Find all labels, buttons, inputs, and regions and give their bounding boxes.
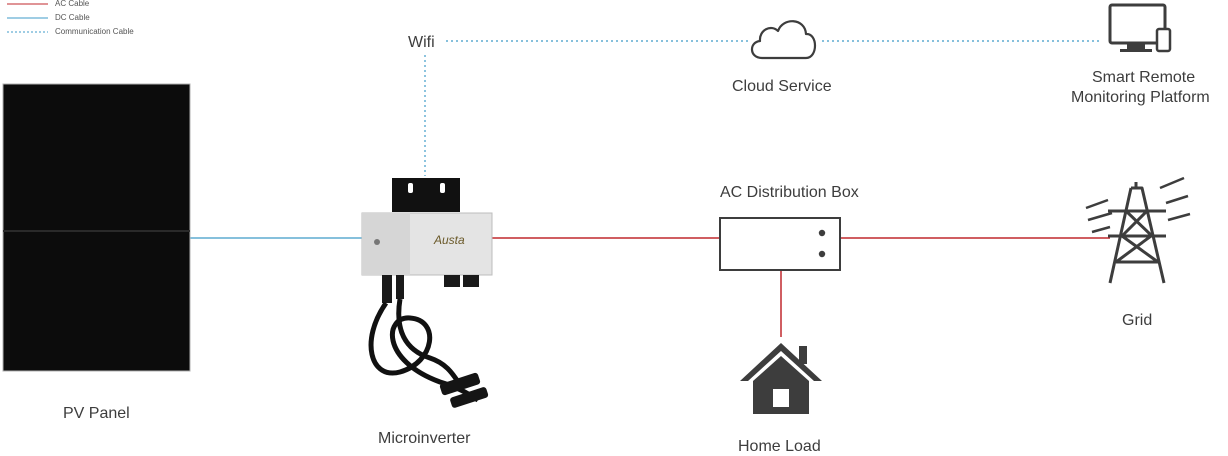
microinverter-device [361, 178, 493, 408]
power-tower-icon [1085, 176, 1191, 284]
house-icon [740, 343, 822, 414]
distribution-box [719, 217, 841, 271]
legend-ac-label: AC Cable [55, 0, 90, 8]
microinverter-label: Microinverter [378, 430, 471, 447]
pv-label: PV Panel [63, 405, 130, 422]
grid-label: Grid [1122, 312, 1153, 329]
cloud-icon [750, 20, 817, 60]
legend-dc-label: DC Cable [55, 13, 90, 22]
inverter-brand: Austa [434, 233, 465, 247]
monitor-icon [1108, 3, 1172, 53]
remote-label-line1: Smart Remote [1092, 69, 1196, 86]
legend-comm-label: Communication Cable [55, 27, 134, 36]
home-label: Home Load [738, 438, 821, 455]
cloud-label: Cloud Service [732, 78, 832, 95]
wifi-label: Wifi [408, 34, 435, 51]
pv-panel [2, 83, 191, 372]
distribution-label: AC Distribution Box [720, 184, 859, 201]
remote-label-line2: Monitoring Platform [1071, 89, 1210, 106]
